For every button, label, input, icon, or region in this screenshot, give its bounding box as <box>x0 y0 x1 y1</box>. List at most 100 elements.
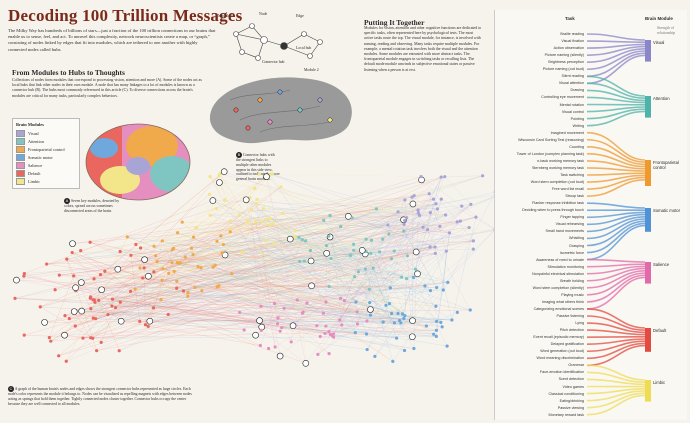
task-item: n-back working memory task <box>537 158 584 163</box>
section2-body: Modules for vision, attention and other … <box>364 26 482 72</box>
brain-illustration-top <box>85 123 191 201</box>
task-item: Grasping <box>569 243 584 248</box>
task-flow <box>586 218 646 240</box>
task-flow <box>586 174 646 183</box>
section1-heading: From Modules to Hubs to Thoughts <box>12 68 125 77</box>
task-flow <box>586 390 646 402</box>
task-flow <box>586 82 646 99</box>
task-flow <box>586 315 646 331</box>
task-item: Brightness perception <box>548 60 584 65</box>
task-flow <box>586 344 646 367</box>
task-flow <box>586 220 646 247</box>
task-flow <box>586 160 646 170</box>
task-item: Monetary reward task <box>548 412 584 417</box>
legend-item: Visual <box>16 129 76 137</box>
task-item: Playing music <box>561 292 584 297</box>
module-bar <box>645 262 651 284</box>
task-flow <box>586 167 646 172</box>
task-flow <box>586 146 646 166</box>
task-item: Action observation <box>553 46 584 51</box>
task-item: Passive listening <box>556 314 584 318</box>
task-flow <box>586 54 646 85</box>
label-edge: Edge <box>296 14 304 18</box>
task-flow <box>586 52 646 78</box>
task-flow <box>586 33 646 41</box>
task-flow <box>586 371 646 383</box>
task-flow <box>586 272 646 296</box>
task-flow <box>586 392 646 409</box>
note-a-text: Seven key modules, denoted by colors, sp… <box>64 199 120 213</box>
task-item: Wisconsin Card Sorting Test (reasoning) <box>518 137 584 142</box>
task-item: Grammar <box>568 363 584 368</box>
task-item: Nonpainful electrical stimulation <box>532 271 584 276</box>
task-flow <box>586 258 646 263</box>
task-flow <box>586 50 646 71</box>
task-flow <box>586 106 646 113</box>
legend-item: Default <box>16 169 76 177</box>
label-module2: Module 2 <box>304 68 319 72</box>
intro-text: The Milky Way has hundreds of billions o… <box>8 28 216 52</box>
legend-label: Salience <box>28 162 43 168</box>
strength-label: Strength of relationship <box>657 26 675 35</box>
task-flow <box>586 378 646 386</box>
task-item: Task switching <box>560 173 584 177</box>
module-label: Attention <box>653 96 670 101</box>
section1-body: Collections of nodes form modules that c… <box>12 78 202 98</box>
task-module-panel: Task Brain Module Strength of relationsh… <box>494 10 687 420</box>
task-flow <box>586 40 646 43</box>
brain-network-graph <box>13 168 494 367</box>
task-item: Deciding when to press through touch <box>522 208 584 213</box>
task-item: Visual attention <box>558 81 584 86</box>
label-local-hub: Local hub <box>296 46 312 50</box>
task-item: Sternberg working memory task <box>531 165 584 170</box>
task-flow <box>586 89 646 102</box>
task-item: Stroop task <box>565 194 584 199</box>
network-nodes <box>13 168 494 367</box>
task-item: Breath holding <box>560 278 584 283</box>
task-flow <box>586 276 646 310</box>
label-node: Node <box>259 12 268 16</box>
legend-label: Somatic motor <box>28 154 53 160</box>
note-c: C A graph of the human brain's nodes and… <box>8 386 193 406</box>
task-flow <box>586 322 646 334</box>
task-item: Picture naming (out loud) <box>542 67 584 72</box>
page-title: Decoding 100 Trillion Messages <box>8 6 243 25</box>
task-item: Free word list recall <box>552 187 584 192</box>
bullet-c: C <box>8 386 14 392</box>
label-connector-hub: Connector hub <box>262 60 285 64</box>
task-item: Pointing <box>570 116 584 121</box>
task-flow <box>586 96 646 104</box>
task-item: Categorizing emotional scenes <box>533 306 584 311</box>
task-item: Picture naming (silently) <box>544 53 584 58</box>
task-flow <box>586 222 646 254</box>
task-item: Eating/drinking <box>559 398 584 403</box>
task-item: Isometric force <box>559 250 584 255</box>
task-flow <box>586 213 646 226</box>
legend-swatch <box>16 177 25 185</box>
task-item: Awareness of need to urinate <box>536 257 584 262</box>
task-flow <box>586 108 646 120</box>
task-flow <box>586 179 646 197</box>
task-item: Braille reading <box>560 32 584 36</box>
brain-illustration-side <box>209 77 352 144</box>
task-item: Face-emotion identification <box>539 370 584 375</box>
module-bar <box>645 380 651 402</box>
task-flow <box>586 202 646 209</box>
module-bar <box>645 40 651 62</box>
legend-swatch <box>16 161 25 169</box>
task-flow <box>586 172 646 176</box>
task-item: Whistling <box>569 236 584 241</box>
network-edges <box>14 171 494 364</box>
task-item: Visual rehearsing <box>555 222 584 227</box>
module-bar <box>645 208 651 232</box>
task-item: Imaging what others think <box>541 299 584 304</box>
module-bar <box>645 96 651 118</box>
task-item: Video games <box>562 384 584 389</box>
task-item: Tower of London (complex planning task) <box>516 151 584 156</box>
task-item: Counting <box>569 144 584 149</box>
legend-item: Limbic <box>16 177 76 185</box>
module-label: Salience <box>653 262 670 267</box>
task-flow <box>586 110 646 127</box>
module-label: Frontoparietal control <box>653 160 679 170</box>
task-flow <box>586 224 646 261</box>
